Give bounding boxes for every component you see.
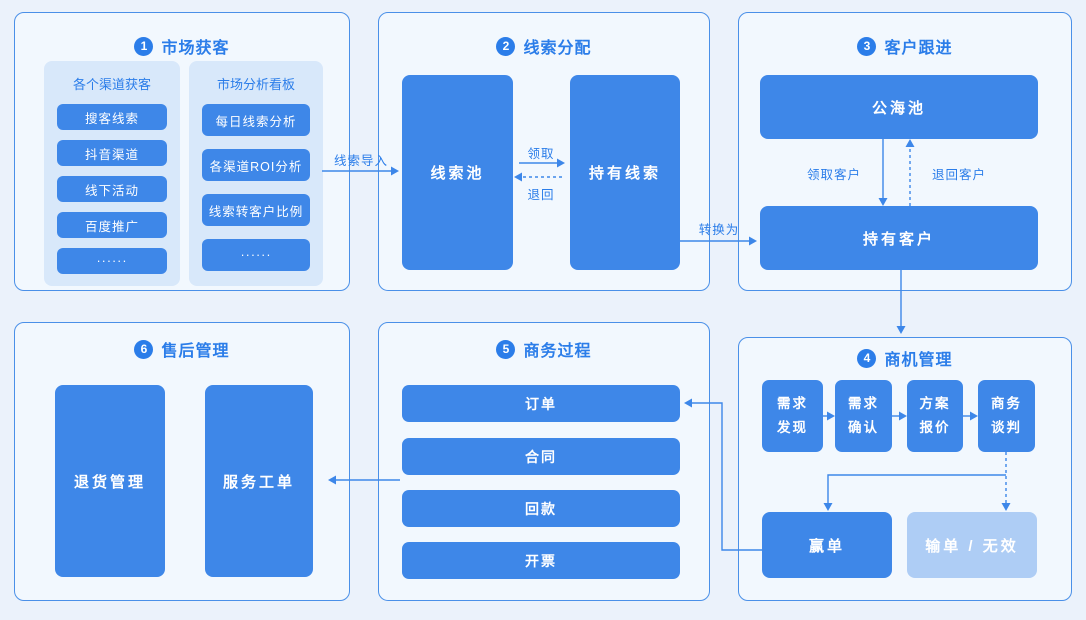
stage-need-discovery: 需求发现 — [762, 380, 823, 452]
bar-contract: 合同 — [402, 438, 680, 475]
step-5-badge-icon: 5 — [496, 339, 516, 359]
channel-item: 线下活动 — [57, 176, 167, 202]
panel-aftersales-title-row: 6 售后管理 — [15, 337, 349, 361]
channel-item: 抖音渠道 — [57, 140, 167, 166]
dashboard-item: 线索转客户比例 — [202, 194, 310, 226]
step-6-badge-icon: 6 — [134, 339, 154, 359]
panel-followup-title: 客户跟进 — [884, 40, 953, 57]
stage-need-confirmation: 需求确认 — [835, 380, 892, 452]
subpanel-channels-header: 各个渠道获客 — [72, 77, 151, 92]
bar-invoice: 开票 — [402, 542, 680, 579]
node-service-ticket: 服务工单 — [205, 385, 313, 577]
stage-business-negotiation: 商务谈判 — [978, 380, 1035, 452]
node-held-leads: 持有线索 — [570, 75, 680, 270]
bar-payment: 回款 — [402, 490, 680, 527]
subpanel-channels: 各个渠道获客 搜客线索 抖音渠道 线下活动 百度推广 ······ — [44, 61, 180, 286]
panel-market-title-row: 1 市场获客 — [15, 34, 349, 58]
dashboard-item: 各渠道ROI分析 — [202, 149, 310, 181]
node-lost-invalid: 输单 / 无效 — [907, 512, 1037, 578]
node-lead-pool: 线索池 — [402, 75, 513, 270]
label-claim-customer: 领取客户 — [806, 168, 862, 182]
panel-opportunity-title: 商机管理 — [884, 352, 953, 369]
panel-lead-title-row: 2 线索分配 — [379, 34, 709, 58]
node-public-pool: 公海池 — [760, 75, 1038, 139]
panel-market-acquisition: 1 市场获客 各个渠道获客 搜客线索 抖音渠道 线下活动 百度推广 ······… — [14, 12, 350, 291]
label-return-customer: 退回客户 — [931, 168, 987, 182]
channel-item: 百度推广 — [57, 212, 167, 238]
channel-list: 搜客线索 抖音渠道 线下活动 百度推广 ······ — [57, 104, 167, 274]
dashboard-item-more: ······ — [202, 239, 310, 271]
dashboard-list: 每日线索分析 各渠道ROI分析 线索转客户比例 ······ — [202, 104, 310, 271]
panel-market-title: 市场获客 — [161, 40, 230, 57]
channel-item: 搜客线索 — [57, 104, 167, 130]
node-won-deal: 赢单 — [762, 512, 892, 578]
node-held-customers: 持有客户 — [760, 206, 1038, 270]
label-return: 退回 — [527, 188, 555, 202]
step-2-badge-icon: 2 — [496, 36, 516, 56]
panel-business-title-row: 5 商务过程 — [379, 337, 709, 361]
step-4-badge-icon: 4 — [857, 348, 877, 368]
channel-item-more: ······ — [57, 248, 167, 274]
bar-order: 订单 — [402, 385, 680, 422]
step-1-badge-icon: 1 — [134, 36, 154, 56]
label-lead-import: 线索导入 — [333, 154, 389, 168]
panel-lead-title: 线索分配 — [523, 40, 592, 57]
panel-followup-title-row: 3 客户跟进 — [739, 34, 1071, 58]
subpanel-dashboard-header: 市场分析看板 — [216, 77, 295, 92]
panel-aftersales-title: 售后管理 — [161, 343, 230, 360]
label-claim: 领取 — [527, 147, 555, 161]
label-convert-to: 转换为 — [698, 223, 740, 237]
node-return-management: 退货管理 — [55, 385, 165, 577]
subpanel-dashboard: 市场分析看板 每日线索分析 各渠道ROI分析 线索转客户比例 ······ — [189, 61, 323, 286]
panel-business-title: 商务过程 — [523, 343, 592, 360]
step-3-badge-icon: 3 — [857, 36, 877, 56]
stage-solution-quote: 方案报价 — [907, 380, 963, 452]
panel-opportunity-title-row: 4 商机管理 — [739, 346, 1071, 370]
dashboard-item: 每日线索分析 — [202, 104, 310, 136]
